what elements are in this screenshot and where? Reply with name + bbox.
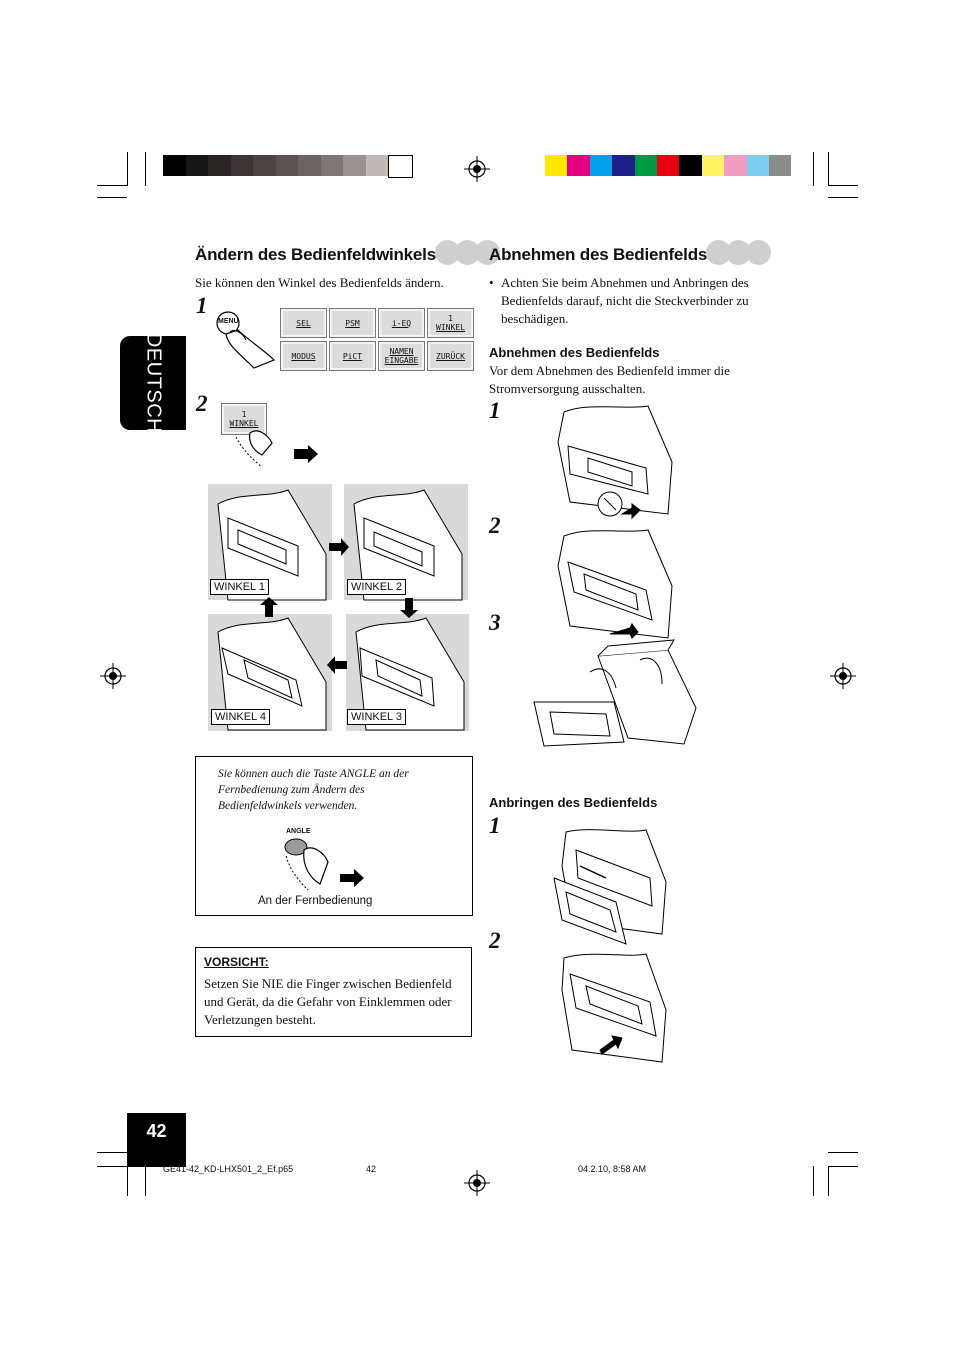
menu-button-psm[interactable]: PSM xyxy=(329,308,376,338)
section-title: Ändern des Bedienfeldwinkels xyxy=(195,245,436,265)
color-swatch xyxy=(702,155,724,176)
section-title: Abnehmen des Bedienfelds xyxy=(489,245,707,265)
step-number: 2 xyxy=(489,928,501,954)
color-swatch xyxy=(567,155,589,176)
page-number: 42 xyxy=(127,1121,186,1142)
menu-button-label: ZURÜCK xyxy=(436,352,465,361)
menu-button-label: NAMEN EINGABE xyxy=(379,347,424,365)
bullet-icon: • xyxy=(489,274,494,292)
registration-target-icon xyxy=(464,156,490,182)
color-swatch xyxy=(612,155,634,176)
gray-swatch xyxy=(343,155,366,176)
remote-note-text: Sie können auch die Taste ANGLE an der F… xyxy=(218,766,446,814)
footer-datetime: 04.2.10, 8:58 AM xyxy=(578,1164,646,1174)
bullet-item: • Achten Sie beim Abnehmen und Anbringen… xyxy=(489,274,764,328)
step-number: 2 xyxy=(489,513,501,539)
gray-swatch xyxy=(366,155,389,176)
menu-button-label: MODUS xyxy=(291,352,315,361)
menu-button-label: PiCT xyxy=(343,352,362,361)
menu-button-sel[interactable]: SEL xyxy=(280,308,327,338)
step-number: 1 xyxy=(489,813,501,839)
registration-target-icon xyxy=(830,663,856,689)
gray-swatch xyxy=(321,155,344,176)
step-number: 1 xyxy=(489,398,501,424)
finger-press-winkel-illustration xyxy=(232,425,322,475)
gray-swatch xyxy=(276,155,299,176)
heading-dots xyxy=(711,240,771,270)
footer-page: 42 xyxy=(366,1164,376,1174)
gray-swatch xyxy=(163,155,186,176)
registration-target-icon xyxy=(464,1170,490,1196)
finger-press-angle-illustration xyxy=(280,836,370,896)
color-swatch xyxy=(724,155,746,176)
menu-button-namen-eingabe[interactable]: NAMEN EINGABE xyxy=(378,341,425,371)
color-swatch xyxy=(769,155,791,176)
angle-label-4: WINKEL 4 xyxy=(211,709,270,725)
section-heading-angle: Ändern des Bedienfeldwinkels xyxy=(195,240,500,270)
angle-button-label: ANGLE xyxy=(286,828,311,835)
section-heading-detach: Abnehmen des Bedienfelds xyxy=(489,240,771,270)
caution-text: Setzen Sie NIE die Finger zwischen Bedie… xyxy=(204,975,464,1029)
gray-swatch xyxy=(231,155,254,176)
gray-swatch xyxy=(186,155,209,176)
detach-instruction: Vor dem Abnehmen des Bedienfeld immer di… xyxy=(489,362,764,398)
attach-step-illustrations xyxy=(546,826,674,1066)
gray-swatch xyxy=(208,155,231,176)
step-number: 3 xyxy=(489,610,501,636)
color-swatch xyxy=(635,155,657,176)
menu-button-label: SEL xyxy=(296,319,310,328)
menu-button-label: WINKEL xyxy=(436,323,465,332)
footer-filename: GE41-42_KD-LHX501_2_Ef.p65 xyxy=(163,1164,293,1174)
step-number: 1 xyxy=(196,293,208,319)
gray-swatch xyxy=(253,155,276,176)
winkel-button-number: 1 xyxy=(242,410,247,419)
gray-swatch xyxy=(298,155,321,176)
color-swatch xyxy=(679,155,701,176)
menu-button-number: 1 xyxy=(448,314,453,323)
menu-button-modus[interactable]: MODUS xyxy=(280,341,327,371)
angle-label-3: WINKEL 3 xyxy=(347,709,406,725)
subheading-attach: Anbringen des Bedienfelds xyxy=(489,795,657,810)
menu-button-label: MENU xyxy=(218,318,239,325)
subheading-detach: Abnehmen des Bedienfelds xyxy=(489,345,659,360)
language-side-tab: DEUTSCH xyxy=(120,336,186,430)
language-label: DEUTSCH xyxy=(142,333,165,433)
menu-button-label: i-EQ xyxy=(392,319,411,328)
color-swatch xyxy=(590,155,612,176)
registration-target-icon xyxy=(100,663,126,689)
menu-button-pict[interactable]: PiCT xyxy=(329,341,376,371)
step-number: 2 xyxy=(196,391,208,417)
color-swatch xyxy=(545,155,567,176)
bullet-text: Achten Sie beim Abnehmen und Anbringen d… xyxy=(489,274,764,328)
menu-button-i-eq[interactable]: i-EQ xyxy=(378,308,425,338)
menu-button-label: PSM xyxy=(345,319,359,328)
remote-caption: An der Fernbedienung xyxy=(258,895,372,907)
page-number-tab: 42 xyxy=(127,1113,186,1167)
color-swatch xyxy=(747,155,769,176)
detach-step-illustrations xyxy=(528,402,700,752)
intro-text: Sie können den Winkel des Bedienfelds än… xyxy=(195,274,444,292)
caution-title: VORSICHT: xyxy=(204,955,269,969)
color-swatch xyxy=(657,155,679,176)
angle-cycle-arrows xyxy=(255,535,435,685)
menu-button-zurueck[interactable]: ZURÜCK xyxy=(427,341,474,371)
gray-swatch xyxy=(388,155,413,178)
